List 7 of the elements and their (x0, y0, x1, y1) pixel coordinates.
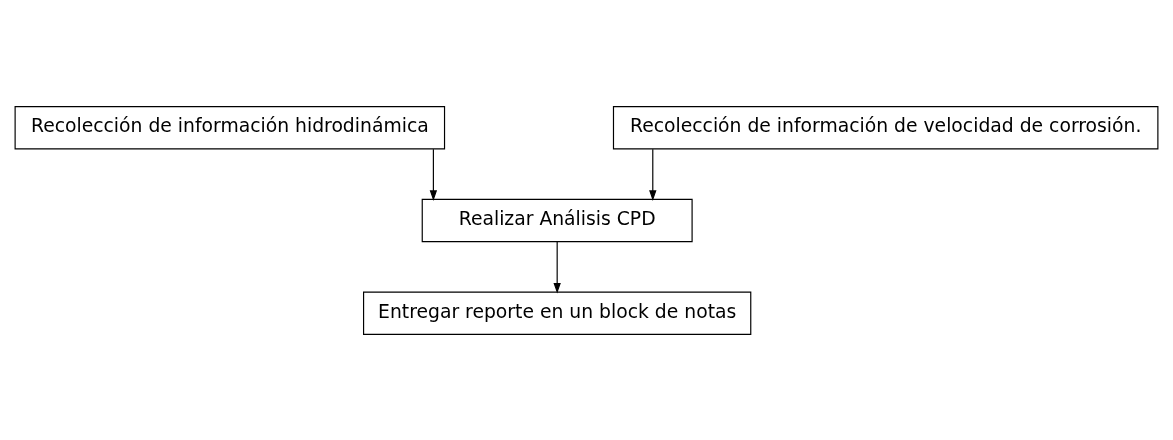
arrow (649, 148, 657, 201)
arrow (429, 148, 438, 201)
node-box: Entregar reporte en un block de notas (363, 291, 752, 335)
arrow (553, 240, 561, 294)
node-box: Realizar Análisis CPD (421, 198, 693, 242)
node-box: Recolección de información de velocidad de corrosión. (612, 105, 1159, 149)
node-box: Recolección de información hidrodinámica (14, 105, 446, 149)
